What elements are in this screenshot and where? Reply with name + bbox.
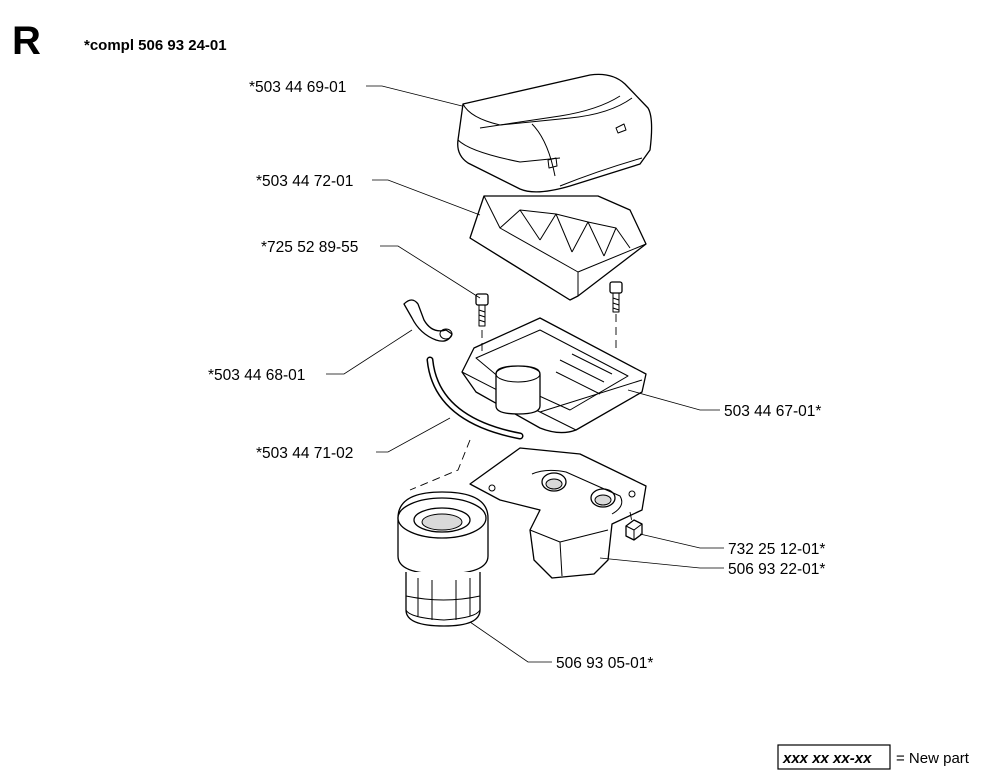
legend: xxx xx xx-xx = New part [777, 744, 970, 770]
part-label-screws: *725 52 89-55 [261, 239, 358, 256]
part-label-prefilter: 506 93 05-01* [556, 655, 653, 672]
part-label-clip: *503 44 68-01 [208, 367, 305, 384]
part-label-nut: 732 25 12-01* [728, 541, 825, 558]
hose [426, 356, 524, 440]
screw-right [609, 281, 623, 313]
legend-code: xxx xx xx-xx [782, 750, 872, 767]
part-label-cover: *503 44 69-01 [249, 79, 346, 96]
kit-number: *compl 506 93 24-01 [84, 37, 227, 54]
air-filter-element [469, 195, 647, 301]
intake-bracket [469, 447, 647, 579]
part-label-bracket: 506 93 22-01* [728, 561, 825, 578]
assembly-line-bracket [629, 511, 633, 523]
nut [625, 519, 643, 541]
screw-left [475, 293, 489, 327]
legend-text: = New part [896, 750, 970, 767]
section-letter: R [12, 19, 41, 63]
air-filter-cover [457, 73, 653, 193]
clip [403, 299, 453, 342]
pre-filter [397, 491, 489, 627]
part-label-hose: *503 44 71-02 [256, 445, 353, 462]
part-label-base: 503 44 67-01* [724, 403, 821, 420]
filter-base [461, 317, 647, 434]
leader-lines [326, 85, 724, 663]
part-label-filter: *503 44 72-01 [256, 173, 353, 190]
assembly-line-filter [409, 439, 471, 491]
